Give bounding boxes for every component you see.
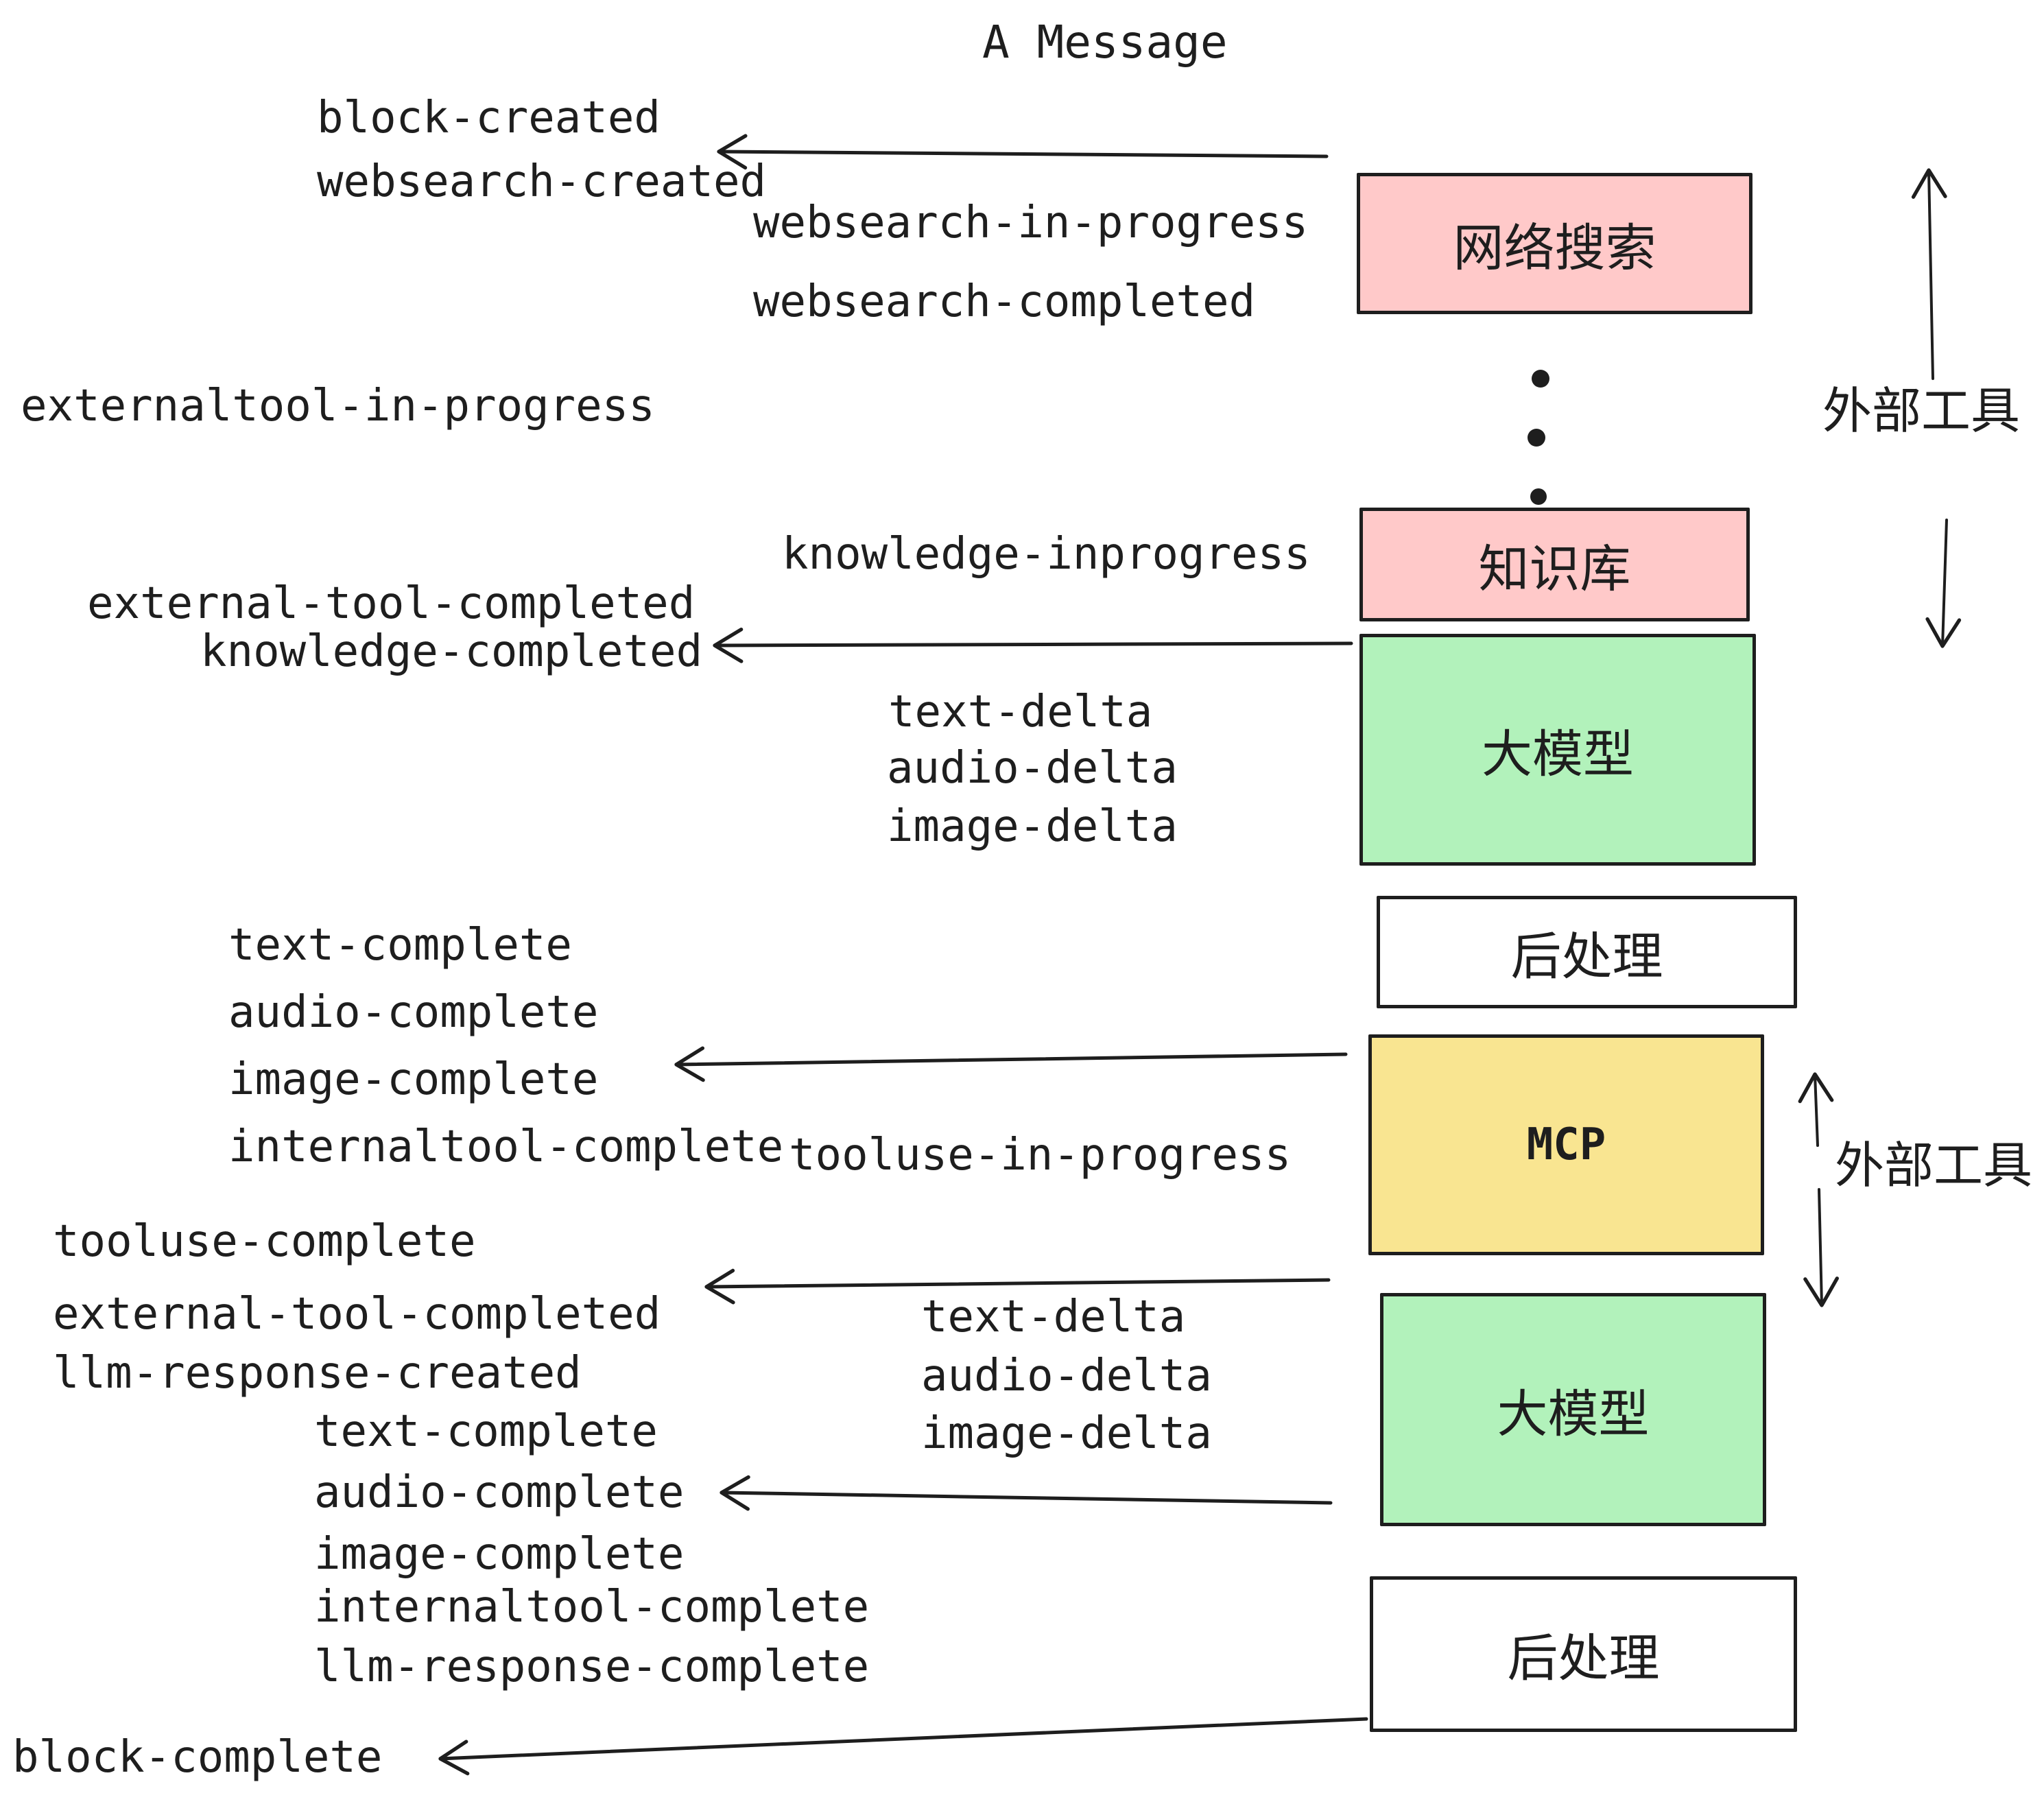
event-audio-delta-1: audio-delta [887, 743, 1178, 794]
event-external-tool-completed-2: external-tool-completed [53, 1289, 661, 1340]
event-externaltool-in-progress: externaltool-in-progress [21, 381, 655, 431]
event-audio-complete-2: audio-complete [314, 1467, 685, 1518]
box-llm-2: 大模型 [1380, 1293, 1766, 1526]
box-mcp: MCP [1368, 1034, 1764, 1255]
arrow-websearch-to-block-created [717, 134, 1329, 170]
event-knowledge-completed: knowledge-completed [200, 626, 703, 677]
event-websearch-completed: websearch-completed [753, 276, 1256, 327]
event-websearch-in-progress: websearch-in-progress [753, 198, 1309, 248]
box-label: 知识库 [1478, 540, 1631, 597]
arrow-post2-to-block-complete [438, 1717, 1368, 1776]
event-llm-response-created: llm-response-created [53, 1348, 582, 1399]
event-text-delta-2: text-delta [921, 1292, 1186, 1342]
arrow-external-tools-down-1 [1925, 519, 1962, 648]
event-tooluse-in-progress: tooluse-in-progress [789, 1130, 1292, 1180]
arrow-post1-to-image-complete [674, 1046, 1348, 1082]
arrow-external-tools-up-2 [1798, 1072, 1834, 1147]
event-websearch-created: websearch-created [317, 156, 767, 207]
box-label: 后处理 [1507, 1630, 1660, 1687]
event-llm-response-complete: llm-response-complete [314, 1641, 870, 1692]
box-postprocess-2: 后处理 [1370, 1576, 1797, 1732]
event-text-delta-1: text-delta [888, 687, 1153, 737]
event-external-tool-completed-1: external-tool-completed [87, 578, 696, 629]
diagram-title: A Message [982, 16, 1228, 69]
box-label: 后处理 [1510, 927, 1663, 985]
event-block-complete: block-complete [12, 1732, 383, 1783]
event-image-delta-2: image-delta [921, 1408, 1212, 1459]
box-websearch: 网络搜索 [1357, 173, 1752, 314]
event-internaltool-complete-2: internaltool-complete [314, 1582, 870, 1633]
event-image-delta-1: image-delta [887, 801, 1178, 852]
event-image-complete-1: image-complete [228, 1054, 599, 1105]
label-external-tools-2: 外部工具 [1835, 1139, 2033, 1194]
event-text-complete-2: text-complete [314, 1406, 658, 1457]
event-text-complete-1: text-complete [228, 920, 572, 971]
arrow-llm1-to-knowledge-completed [713, 627, 1353, 663]
box-llm-1: 大模型 [1359, 634, 1756, 866]
box-label: MCP [1526, 1119, 1606, 1170]
arrow-mcp-to-tooluse-complete [704, 1268, 1331, 1305]
box-knowledge: 知识库 [1359, 508, 1750, 621]
event-image-complete-2: image-complete [314, 1529, 685, 1580]
box-postprocess-1: 后处理 [1377, 896, 1797, 1008]
box-label: 大模型 [1497, 1385, 1650, 1443]
ellipsis-dots [1528, 370, 1549, 505]
event-block-created: block-created [317, 93, 661, 143]
event-audio-delta-2: audio-delta [921, 1351, 1212, 1401]
box-label: 网络搜索 [1453, 219, 1656, 276]
event-audio-complete-1: audio-complete [228, 987, 599, 1038]
arrow-llm2-to-audio-complete [720, 1475, 1333, 1511]
label-external-tools-1: 外部工具 [1822, 384, 2021, 439]
box-label: 大模型 [1482, 725, 1634, 783]
event-internaltool-complete-1: internaltool-complete [228, 1121, 784, 1172]
event-knowledge-inprogress: knowledge-inprogress [782, 529, 1311, 580]
arrow-external-tools-up-1 [1911, 168, 1947, 380]
event-tooluse-complete: tooluse-complete [53, 1216, 476, 1267]
arrow-external-tools-down-2 [1803, 1188, 1839, 1307]
